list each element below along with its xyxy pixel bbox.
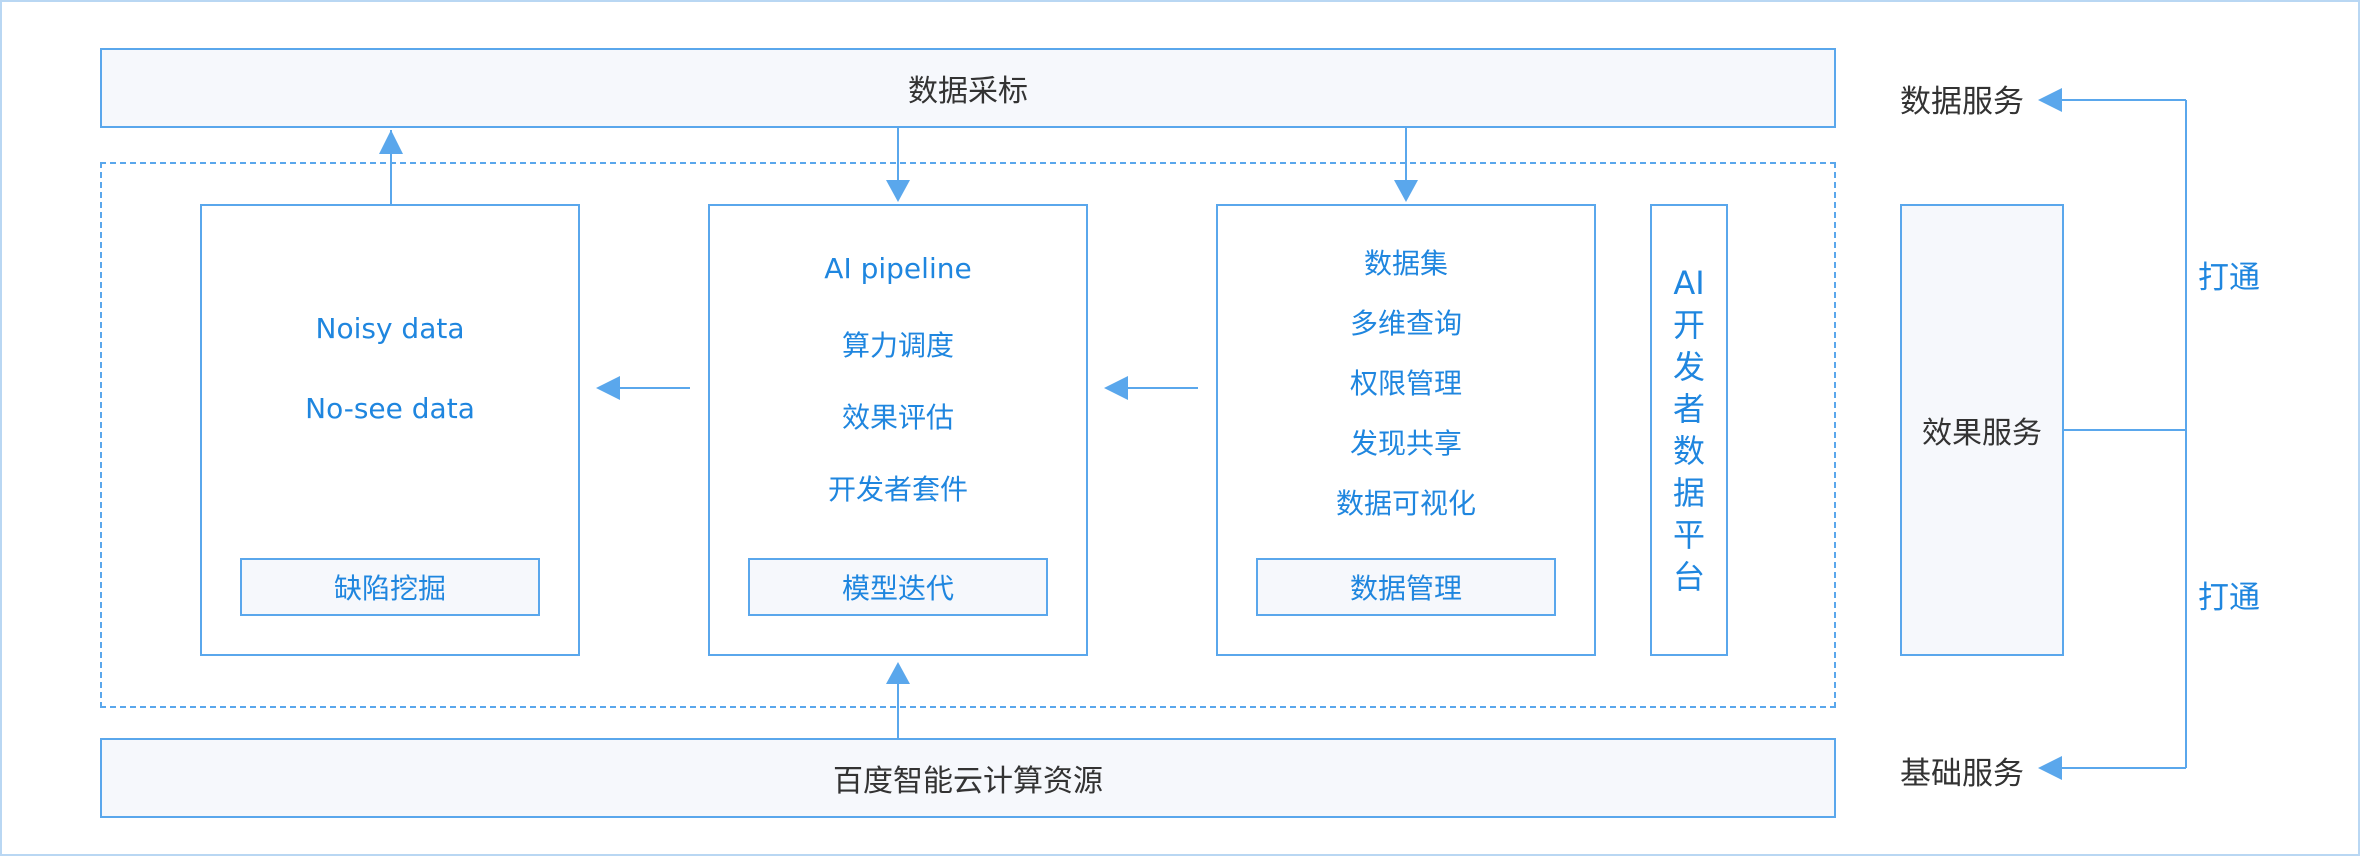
- data-management-tag: 数据管理: [1256, 558, 1556, 616]
- platform-char: 平: [1672, 516, 1705, 554]
- platform-char: 发: [1672, 348, 1705, 386]
- defect-item-noisy: Noisy data: [315, 312, 465, 345]
- ai-platform-group: [100, 162, 1836, 708]
- platform-char: 者: [1672, 390, 1705, 428]
- data-labeling-label: 数据采标: [908, 74, 1028, 109]
- link-bottom-label: 打通: [2198, 580, 2260, 616]
- cloud-compute-bar: 百度智能云计算资源: [100, 738, 1836, 818]
- platform-char: 数: [1672, 432, 1705, 470]
- defect-item-nosee: No-see data: [305, 392, 475, 425]
- data-item-query: 多维查询: [1349, 307, 1462, 340]
- data-management-tag-label: 数据管理: [1349, 572, 1462, 605]
- data-item-visual: 数据可视化: [1335, 487, 1476, 520]
- model-iteration-tag: 模型迭代: [748, 558, 1048, 616]
- base-service-label: 基础服务: [1900, 756, 2024, 792]
- link-top-label: 打通: [2198, 260, 2260, 296]
- model-item-compute: 算力调度: [841, 329, 954, 362]
- platform-char: 据: [1672, 474, 1705, 512]
- data-item-share: 发现共享: [1349, 427, 1462, 460]
- platform-char: 台: [1672, 558, 1705, 596]
- model-item-devkit: 开发者套件: [827, 473, 968, 506]
- defect-mining-tag: 缺陷挖掘: [240, 558, 540, 616]
- data-item-dataset: 数据集: [1363, 247, 1448, 280]
- effect-service-box: 效果服务: [1900, 204, 2064, 656]
- platform-char: 开: [1672, 306, 1705, 344]
- data-service-label: 数据服务: [1900, 84, 2024, 120]
- cloud-compute-label: 百度智能云计算资源: [833, 764, 1103, 799]
- effect-service-label: 效果服务: [1922, 416, 2042, 451]
- model-iteration-tag-label: 模型迭代: [841, 572, 954, 605]
- model-item-pipeline: AI pipeline: [824, 252, 972, 285]
- defect-mining-tag-label: 缺陷挖掘: [333, 572, 446, 605]
- platform-char: AI: [1673, 264, 1705, 302]
- model-item-eval: 效果评估: [841, 401, 954, 434]
- data-item-permission: 权限管理: [1349, 367, 1462, 400]
- data-labeling-bar: 数据采标: [100, 48, 1836, 128]
- ai-dev-data-platform: AI 开 发 者 数 据 平 台: [1650, 204, 1728, 656]
